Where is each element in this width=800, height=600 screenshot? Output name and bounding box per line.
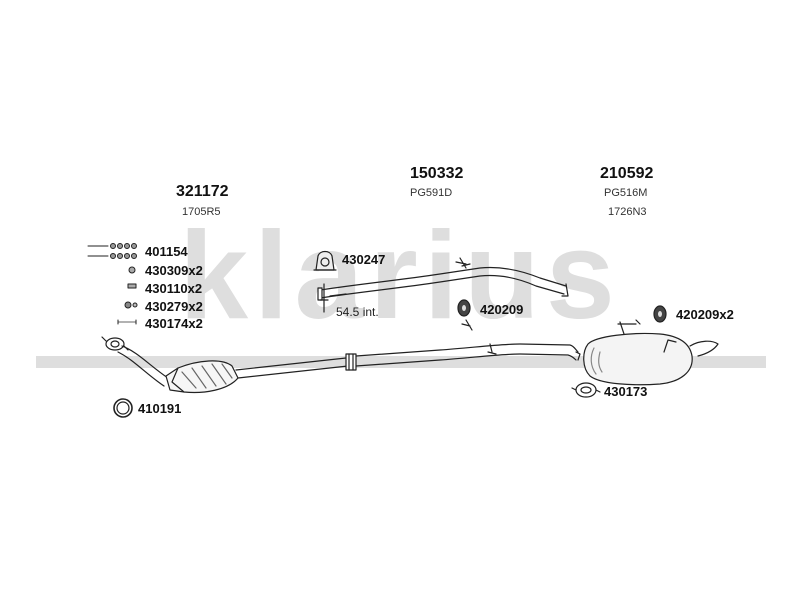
section-3-code: PG516M bbox=[604, 187, 648, 199]
downpipe bbox=[117, 345, 169, 387]
mount-rear-part-number: 420209x2 bbox=[676, 307, 734, 322]
catalytic-converter bbox=[165, 360, 239, 394]
section-1-code: 1705R5 bbox=[182, 206, 221, 218]
fitting-label: 430309x2 bbox=[145, 263, 203, 278]
fitting-bolt-icons bbox=[87, 243, 137, 259]
gasket-front-part-number: 410191 bbox=[138, 401, 182, 416]
fitting-label: 430110x2 bbox=[145, 281, 203, 296]
pipe-joint bbox=[345, 353, 357, 371]
intermediate-pipe-end bbox=[575, 351, 581, 361]
gasket-rear-part-number: 430173 bbox=[604, 384, 648, 399]
length-marker bbox=[319, 293, 347, 313]
section-2-code: PG591D bbox=[410, 187, 453, 199]
fitting-washer-icon bbox=[127, 283, 137, 289]
rear-silencer bbox=[583, 319, 719, 386]
section-3-part-number: 210592 bbox=[600, 165, 654, 182]
fitting-label: 401154 bbox=[145, 244, 188, 259]
gasket-rear-icon bbox=[571, 382, 601, 398]
intermediate-pipe-middle bbox=[355, 343, 579, 367]
fitting-spring-icon bbox=[124, 301, 138, 309]
fitting-label: 430279x2 bbox=[145, 299, 203, 314]
middle-hangers bbox=[461, 319, 497, 355]
length-note: 54.5 int. bbox=[336, 305, 379, 319]
mount-middle-part-number: 420209 bbox=[480, 302, 524, 317]
mount-rear-icon bbox=[653, 305, 667, 323]
watermark-text: klarius bbox=[179, 207, 621, 345]
front-flange bbox=[101, 336, 129, 351]
section-3-code2: 1726N3 bbox=[608, 206, 647, 218]
fitting-stud-icon bbox=[117, 319, 137, 325]
fitting-label: 430174x2 bbox=[145, 316, 203, 331]
clamp-icon bbox=[313, 250, 337, 271]
fitting-nut-icon bbox=[128, 266, 136, 274]
gasket-front-icon bbox=[113, 398, 133, 418]
section-2-part-number: 150332 bbox=[410, 165, 464, 182]
section-1-part-number: 321172 bbox=[176, 183, 229, 200]
clamp-part-number: 430247 bbox=[342, 252, 386, 267]
mount-middle-icon bbox=[457, 299, 471, 317]
intermediate-pipe-front bbox=[235, 357, 349, 379]
